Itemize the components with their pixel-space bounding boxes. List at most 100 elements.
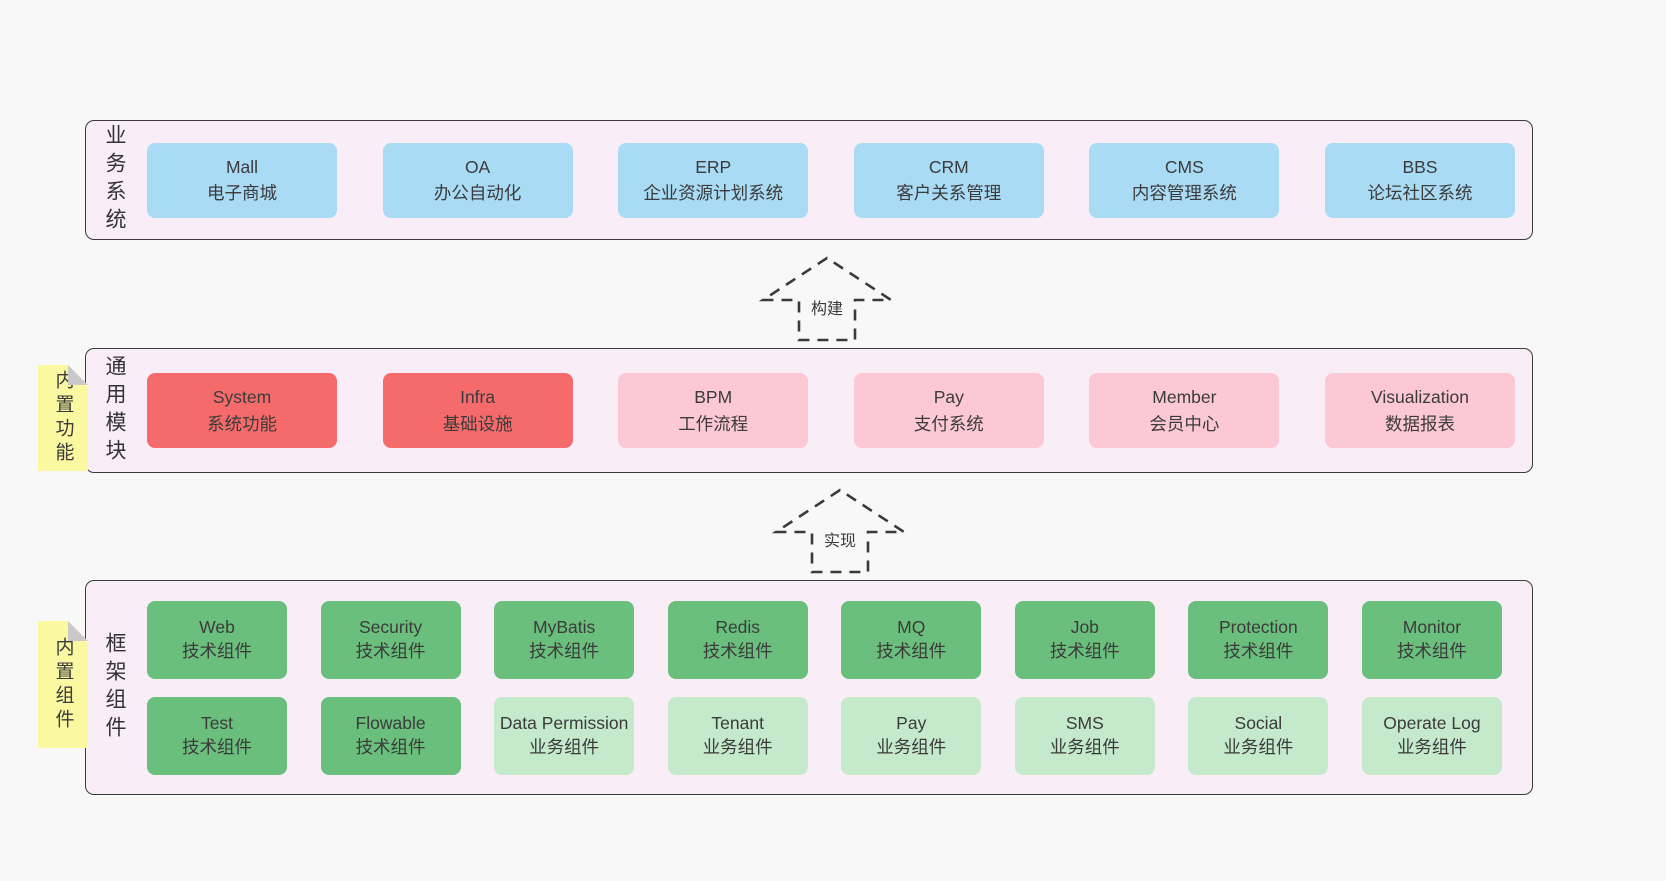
box-subtitle: 企业资源计划系统 xyxy=(643,183,784,203)
box-bbs: BBS 论坛社区系统 xyxy=(1324,142,1515,218)
box-tenant: Tenant 业务组件 xyxy=(667,697,808,775)
build-arrow-label: 构建 xyxy=(805,293,849,321)
box-title: Data Permission xyxy=(499,713,629,734)
box-title: Job xyxy=(1070,617,1099,638)
box-infra: Infra 基础设施 xyxy=(382,373,573,448)
box-crm: CRM 客户关系管理 xyxy=(853,142,1044,218)
box-subtitle: 技术组件 xyxy=(182,737,252,757)
box-title: Test xyxy=(200,713,234,734)
framework-components-band: 框架组件 Web 技术组件 Security 技术组件 MyBatis 技术组件… xyxy=(85,580,1533,795)
box-bpm: BPM 工作流程 xyxy=(618,373,809,448)
box-subtitle: 技术组件 xyxy=(529,641,600,661)
box-subtitle: 工作流程 xyxy=(678,413,749,434)
box-title: Infra xyxy=(460,387,496,408)
business-band-content: Mall 电子商城 OA 办公自动化 ERP 企业资源计划系统 CRM 客户关系… xyxy=(147,121,1515,239)
box-title: Tenant xyxy=(711,713,764,734)
framework-band-content: Web 技术组件 Security 技术组件 MyBatis 技术组件 Redi… xyxy=(147,581,1502,794)
box-mq: MQ 技术组件 xyxy=(841,601,982,679)
box-operate-log: Operate Log 业务组件 xyxy=(1361,697,1502,775)
note-text: 内置功能 xyxy=(52,370,74,466)
box-title: CMS xyxy=(1164,156,1204,177)
up-arrow-icon xyxy=(758,256,896,342)
box-title: System xyxy=(212,387,272,408)
framework-row-1: Web 技术组件 Security 技术组件 MyBatis 技术组件 Redi… xyxy=(147,601,1502,679)
sticky-note-builtin-features: 内置功能 xyxy=(38,365,88,471)
box-subtitle: 论坛社区系统 xyxy=(1367,183,1473,203)
box-title: OA xyxy=(464,156,491,177)
band-label-framework: 框架组件 xyxy=(103,631,126,744)
band-label-modules: 通用模块 xyxy=(103,354,126,467)
box-subtitle: 业务组件 xyxy=(702,737,773,757)
box-subtitle: 内容管理系统 xyxy=(1131,183,1237,203)
box-subtitle: 支付系统 xyxy=(913,413,984,434)
box-web: Web 技术组件 xyxy=(147,601,287,679)
box-title: Pay xyxy=(896,713,927,734)
box-subtitle: 办公自动化 xyxy=(433,183,522,203)
box-title: Social xyxy=(1234,713,1283,734)
box-pay-module: Pay 支付系统 xyxy=(853,373,1044,448)
box-subtitle: 业务组件 xyxy=(529,737,600,757)
box-subtitle: 技术组件 xyxy=(1396,641,1467,661)
box-title: CRM xyxy=(928,156,969,177)
band-label-business: 业务系统 xyxy=(103,124,126,236)
box-title: MQ xyxy=(897,617,926,638)
box-title: Monitor xyxy=(1402,617,1462,638)
build-arrow: 构建 xyxy=(757,255,897,343)
box-social: Social 业务组件 xyxy=(1188,697,1329,775)
box-title: Pay xyxy=(933,387,964,408)
box-title: Redis xyxy=(715,617,761,638)
box-subtitle: 业务组件 xyxy=(1223,737,1294,757)
box-subtitle: 技术组件 xyxy=(355,641,426,661)
box-subtitle: 技术组件 xyxy=(876,641,947,661)
box-subtitle: 业务组件 xyxy=(1396,737,1467,757)
box-redis: Redis 技术组件 xyxy=(667,601,808,679)
box-mall: Mall 电子商城 xyxy=(147,142,337,218)
box-title: Operate Log xyxy=(1383,713,1481,734)
box-subtitle: 技术组件 xyxy=(182,641,252,661)
box-oa: OA 办公自动化 xyxy=(382,142,573,218)
box-title: Visualization xyxy=(1371,387,1469,408)
box-test: Test 技术组件 xyxy=(147,697,287,775)
up-arrow-icon xyxy=(771,488,909,574)
box-sms: SMS 业务组件 xyxy=(1014,697,1155,775)
note-text: 内置组件 xyxy=(52,636,74,733)
box-protection: Protection 技术组件 xyxy=(1188,601,1329,679)
box-subtitle: 系统功能 xyxy=(207,413,277,434)
implement-arrow: 实现 xyxy=(770,487,910,575)
box-title: Mall xyxy=(225,156,259,177)
box-title: BBS xyxy=(1402,156,1438,177)
box-subtitle: 数据报表 xyxy=(1384,413,1455,434)
box-monitor: Monitor 技术组件 xyxy=(1361,601,1502,679)
box-subtitle: 技术组件 xyxy=(355,737,426,757)
box-subtitle: 电子商城 xyxy=(207,183,277,203)
common-modules-band: 通用模块 System 系统功能 Infra 基础设施 BPM 工作流程 Pay… xyxy=(85,348,1533,473)
box-title: Protection xyxy=(1218,617,1298,638)
box-subtitle: 客户关系管理 xyxy=(896,183,1002,203)
box-subtitle: 技术组件 xyxy=(1223,641,1294,661)
box-subtitle: 业务组件 xyxy=(876,737,947,757)
box-subtitle: 技术组件 xyxy=(702,641,773,661)
implement-arrow-label: 实现 xyxy=(818,525,862,553)
box-data-permission: Data Permission 业务组件 xyxy=(494,697,635,775)
box-system: System 系统功能 xyxy=(147,373,337,448)
framework-row-2: Test 技术组件 Flowable 技术组件 Data Permission … xyxy=(147,697,1502,775)
box-erp: ERP 企业资源计划系统 xyxy=(618,142,809,218)
box-mybatis: MyBatis 技术组件 xyxy=(494,601,635,679)
box-visualization: Visualization 数据报表 xyxy=(1324,373,1515,448)
box-title: Flowable xyxy=(355,713,426,734)
modules-band-content: System 系统功能 Infra 基础设施 BPM 工作流程 Pay 支付系统… xyxy=(147,349,1515,472)
box-pay-component: Pay 业务组件 xyxy=(841,697,982,775)
box-cms: CMS 内容管理系统 xyxy=(1089,142,1280,218)
box-title: Member xyxy=(1152,387,1217,408)
box-subtitle: 技术组件 xyxy=(1049,641,1120,661)
box-title: Security xyxy=(358,617,423,638)
box-title: SMS xyxy=(1065,713,1104,734)
box-title: MyBatis xyxy=(533,617,596,638)
box-subtitle: 会员中心 xyxy=(1149,413,1220,434)
box-title: ERP xyxy=(695,156,732,177)
box-job: Job 技术组件 xyxy=(1014,601,1155,679)
box-title: BPM xyxy=(694,387,733,408)
box-member: Member 会员中心 xyxy=(1089,373,1280,448)
box-title: Web xyxy=(199,617,235,638)
business-systems-band: 业务系统 Mall 电子商城 OA 办公自动化 ERP 企业资源计划系统 CRM… xyxy=(85,120,1533,240)
